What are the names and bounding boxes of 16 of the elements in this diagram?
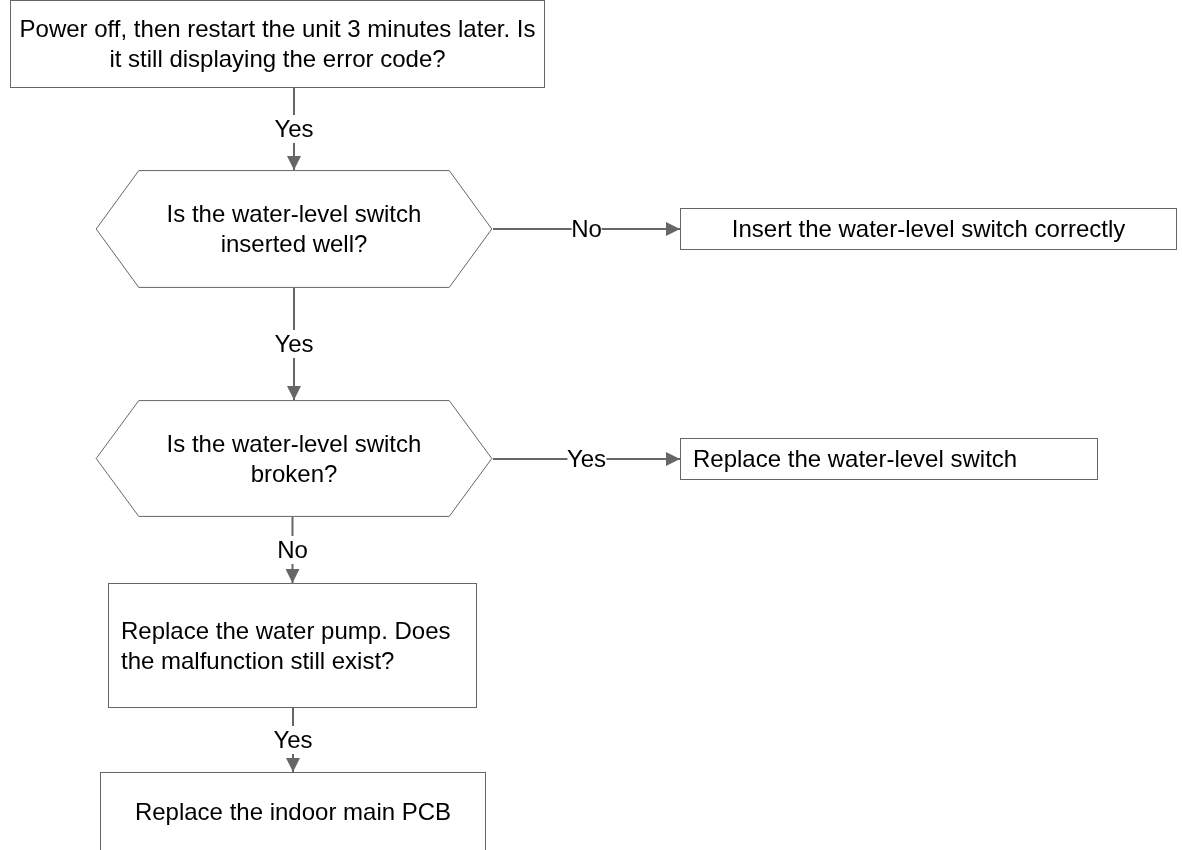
node-text: Replace the water pump. Does the malfunction still exist? bbox=[120, 615, 452, 676]
process-box bbox=[10, 0, 545, 88]
process-box bbox=[100, 772, 486, 850]
process-box bbox=[680, 208, 1177, 250]
node-text: Replace the water-level switch bbox=[692, 444, 1019, 474]
node-text: Power off, then restart the unit 3 minutes later. Is it still displaying the error code? bbox=[18, 14, 537, 74]
edge-label: Yes bbox=[273, 726, 313, 754]
edge-label: Yes bbox=[274, 115, 314, 143]
node-text: Is the water-level switch broken? bbox=[165, 428, 423, 489]
edge-label: Yes bbox=[274, 330, 314, 358]
process-box bbox=[680, 438, 1098, 480]
node-text: Is the water-level switch inserted well? bbox=[165, 199, 423, 259]
process-box bbox=[108, 583, 477, 708]
node-text: Replace the indoor main PCB bbox=[133, 796, 453, 827]
node-text: Insert the water-level switch correctly bbox=[730, 214, 1127, 244]
edge-label: No bbox=[277, 536, 308, 564]
